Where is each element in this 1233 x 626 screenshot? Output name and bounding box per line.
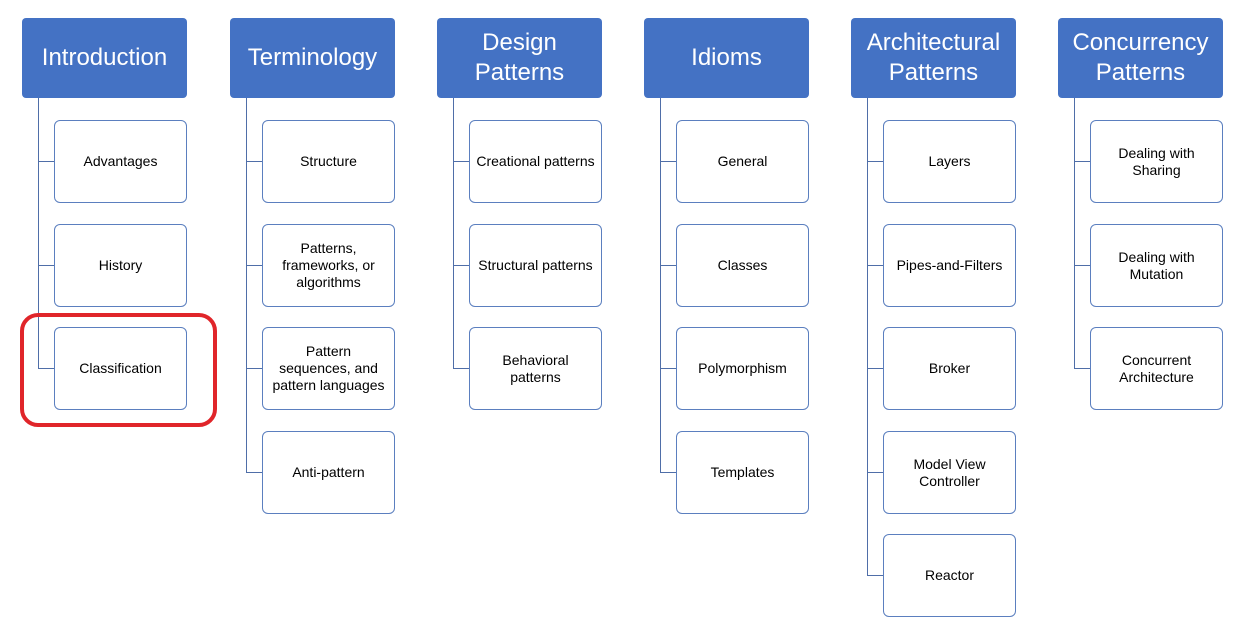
connector-branch: [660, 368, 676, 369]
column-header-concurrency-patterns[interactable]: Concurrency Patterns: [1058, 18, 1223, 98]
column-concurrency-patterns: Concurrency Patterns Dealing with Sharin…: [1058, 0, 1233, 626]
connector-branch: [246, 265, 262, 266]
column-introduction: Introduction Advantages History Classifi…: [22, 0, 232, 626]
column-idioms: Idioms General Classes Polymorphism Temp…: [644, 0, 854, 626]
child-box-polymorphism[interactable]: Polymorphism: [676, 327, 809, 410]
connector-branch: [867, 368, 883, 369]
child-box-general[interactable]: General: [676, 120, 809, 203]
connector-branch: [38, 265, 54, 266]
child-box-dealing-with-sharing[interactable]: Dealing with Sharing: [1090, 120, 1223, 203]
connector-branch: [38, 161, 54, 162]
child-box-structural-patterns[interactable]: Structural patterns: [469, 224, 602, 307]
connector-branch: [660, 161, 676, 162]
connector-branch: [38, 368, 54, 369]
child-box-concurrent-architecture[interactable]: Concurrent Architecture: [1090, 327, 1223, 410]
connector-branch: [1074, 265, 1090, 266]
connector-branch: [660, 472, 676, 473]
connector-trunk: [453, 98, 454, 369]
connector-trunk: [867, 98, 868, 576]
child-box-templates[interactable]: Templates: [676, 431, 809, 514]
child-box-advantages[interactable]: Advantages: [54, 120, 187, 203]
child-box-pipes-and-filters[interactable]: Pipes-and-Filters: [883, 224, 1016, 307]
connector-branch: [246, 472, 262, 473]
connector-branch: [453, 368, 469, 369]
child-box-behavioral-patterns[interactable]: Behavioral patterns: [469, 327, 602, 410]
child-box-classification[interactable]: Classification: [54, 327, 187, 410]
connector-branch: [453, 265, 469, 266]
child-box-broker[interactable]: Broker: [883, 327, 1016, 410]
column-header-terminology[interactable]: Terminology: [230, 18, 395, 98]
connector-branch: [867, 161, 883, 162]
connector-branch: [867, 472, 883, 473]
connector-branch: [246, 161, 262, 162]
child-box-layers[interactable]: Layers: [883, 120, 1016, 203]
child-box-reactor[interactable]: Reactor: [883, 534, 1016, 617]
connector-trunk: [38, 98, 39, 369]
connector-branch: [453, 161, 469, 162]
connector-branch: [867, 265, 883, 266]
connector-branch: [1074, 368, 1090, 369]
child-box-structure[interactable]: Structure: [262, 120, 395, 203]
column-architectural-patterns: Architectural Patterns Layers Pipes-and-…: [851, 0, 1061, 626]
connector-branch: [660, 265, 676, 266]
child-box-pattern-sequences-languages[interactable]: Pattern sequences, and pattern languages: [262, 327, 395, 410]
connector-trunk: [660, 98, 661, 473]
connector-trunk: [1074, 98, 1075, 369]
child-box-patterns-frameworks-algorithms[interactable]: Patterns, frameworks, or algorithms: [262, 224, 395, 307]
column-header-architectural-patterns[interactable]: Architectural Patterns: [851, 18, 1016, 98]
column-header-design-patterns[interactable]: Design Patterns: [437, 18, 602, 98]
child-box-model-view-controller[interactable]: Model View Controller: [883, 431, 1016, 514]
column-header-idioms[interactable]: Idioms: [644, 18, 809, 98]
child-box-creational-patterns[interactable]: Creational patterns: [469, 120, 602, 203]
child-box-anti-pattern[interactable]: Anti-pattern: [262, 431, 395, 514]
column-terminology: Terminology Structure Patterns, framewor…: [230, 0, 440, 626]
connector-branch: [246, 368, 262, 369]
child-box-history[interactable]: History: [54, 224, 187, 307]
column-design-patterns: Design Patterns Creational patterns Stru…: [437, 0, 647, 626]
child-box-dealing-with-mutation[interactable]: Dealing with Mutation: [1090, 224, 1223, 307]
child-box-classes[interactable]: Classes: [676, 224, 809, 307]
connector-branch: [1074, 161, 1090, 162]
connector-trunk: [246, 98, 247, 473]
connector-branch: [867, 575, 883, 576]
column-header-introduction[interactable]: Introduction: [22, 18, 187, 98]
